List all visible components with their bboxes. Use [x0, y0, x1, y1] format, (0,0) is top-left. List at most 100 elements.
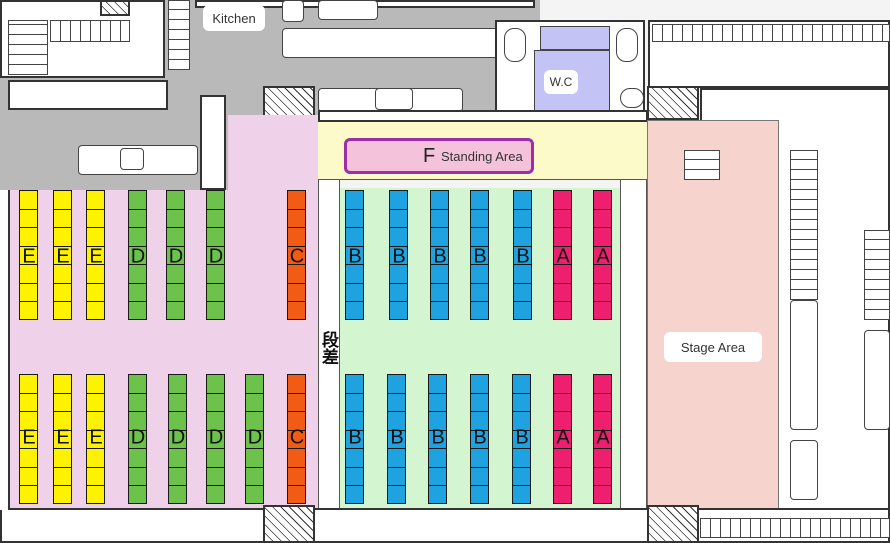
- seat-cell: [594, 394, 611, 413]
- seat-cell: [20, 191, 37, 210]
- seat-column-D-bottom[interactable]: [206, 374, 225, 504]
- seat-column-B-top[interactable]: [430, 190, 449, 320]
- seat-cell: [346, 284, 363, 303]
- seat-cell: [471, 210, 488, 229]
- seat-cell: [20, 228, 37, 247]
- top-wall-strip: [318, 110, 648, 122]
- seat-cell: [246, 394, 263, 413]
- seat-column-B-top[interactable]: [345, 190, 364, 320]
- seat-column-E-top[interactable]: [53, 190, 72, 320]
- seat-cell: [471, 265, 488, 284]
- seat-column-D-bottom[interactable]: [245, 374, 264, 504]
- seat-cell: [514, 284, 531, 303]
- seat-cell: [167, 228, 184, 247]
- seat-column-A-top[interactable]: [553, 190, 572, 320]
- seat-cell: [346, 431, 363, 450]
- seat-column-B-top[interactable]: [389, 190, 408, 320]
- seat-cell: [513, 486, 530, 505]
- step-label: 段差: [319, 328, 338, 368]
- seat-column-D-top[interactable]: [166, 190, 185, 320]
- step-label-text: 段差: [319, 331, 338, 365]
- seat-column-D-top[interactable]: [206, 190, 225, 320]
- seat-cell: [346, 412, 363, 431]
- seat-column-B-bottom[interactable]: [512, 374, 531, 504]
- seat-cell: [514, 210, 531, 229]
- seat-cell: [207, 431, 224, 450]
- seat-cell: [207, 468, 224, 487]
- standing-area-letter: F: [423, 145, 436, 167]
- seat-cell: [594, 375, 611, 394]
- seat-cell: [169, 431, 186, 450]
- seat-cell: [129, 449, 146, 468]
- seat-cell: [246, 468, 263, 487]
- seat-column-E-bottom[interactable]: [53, 374, 72, 504]
- stairs-bottom-right: [700, 518, 890, 538]
- seat-cell: [288, 394, 305, 413]
- seat-cell: [87, 394, 104, 413]
- seat-cell: [471, 486, 488, 505]
- seat-column-A-bottom[interactable]: [553, 374, 572, 504]
- right-shelf-3: [790, 440, 818, 500]
- wc-sinks: [540, 26, 610, 50]
- seat-cell: [513, 412, 530, 431]
- seat-cell: [471, 412, 488, 431]
- seat-column-E-bottom[interactable]: [19, 374, 38, 504]
- seat-cell: [20, 210, 37, 229]
- seat-cell: [20, 486, 37, 505]
- seat-column-B-bottom[interactable]: [470, 374, 489, 504]
- seat-cell: [554, 431, 571, 450]
- seat-column-E-bottom[interactable]: [86, 374, 105, 504]
- seat-column-B-top[interactable]: [470, 190, 489, 320]
- seat-cell: [87, 302, 104, 321]
- seat-cell: [431, 284, 448, 303]
- seat-cell: [513, 375, 530, 394]
- kitchen-counter: [318, 0, 378, 20]
- seat-column-B-bottom[interactable]: [387, 374, 406, 504]
- seat-cell: [54, 375, 71, 394]
- seat-cell: [346, 486, 363, 505]
- seat-column-E-top[interactable]: [86, 190, 105, 320]
- seat-cell: [346, 375, 363, 394]
- seat-cell: [288, 468, 305, 487]
- seat-column-B-bottom[interactable]: [345, 374, 364, 504]
- seat-cell: [471, 375, 488, 394]
- seat-cell: [594, 284, 611, 303]
- seat-cell: [471, 228, 488, 247]
- seat-column-D-top[interactable]: [128, 190, 147, 320]
- stairs-top-left: [8, 20, 48, 75]
- seat-cell: [429, 431, 446, 450]
- column-bottom-2: [647, 505, 699, 543]
- seat-cell: [471, 468, 488, 487]
- seat-cell: [87, 468, 104, 487]
- seat-column-B-top[interactable]: [513, 190, 532, 320]
- seat-column-D-bottom[interactable]: [128, 374, 147, 504]
- seat-column-A-bottom[interactable]: [593, 374, 612, 504]
- seat-cell: [87, 247, 104, 266]
- seat-cell: [54, 449, 71, 468]
- seat-cell: [54, 486, 71, 505]
- stage-area-label: Stage Area: [664, 332, 762, 362]
- seat-cell: [514, 228, 531, 247]
- seat-cell: [554, 228, 571, 247]
- seat-cell: [346, 302, 363, 321]
- kitchen-sink: [282, 0, 304, 22]
- seat-cell: [129, 210, 146, 229]
- seat-cell: [169, 375, 186, 394]
- seat-cell: [431, 247, 448, 266]
- seat-column-A-top[interactable]: [593, 190, 612, 320]
- seat-cell: [129, 265, 146, 284]
- seat-column-C-bottom[interactable]: [287, 374, 306, 504]
- seat-cell: [167, 210, 184, 229]
- seat-column-C-top[interactable]: [287, 190, 306, 320]
- seat-cell: [431, 228, 448, 247]
- seat-column-B-bottom[interactable]: [428, 374, 447, 504]
- seat-cell: [388, 394, 405, 413]
- seat-column-D-bottom[interactable]: [168, 374, 187, 504]
- seat-cell: [431, 191, 448, 210]
- seat-column-E-top[interactable]: [19, 190, 38, 320]
- seat-cell: [554, 394, 571, 413]
- seat-cell: [20, 375, 37, 394]
- seat-cell: [514, 265, 531, 284]
- seat-cell: [554, 412, 571, 431]
